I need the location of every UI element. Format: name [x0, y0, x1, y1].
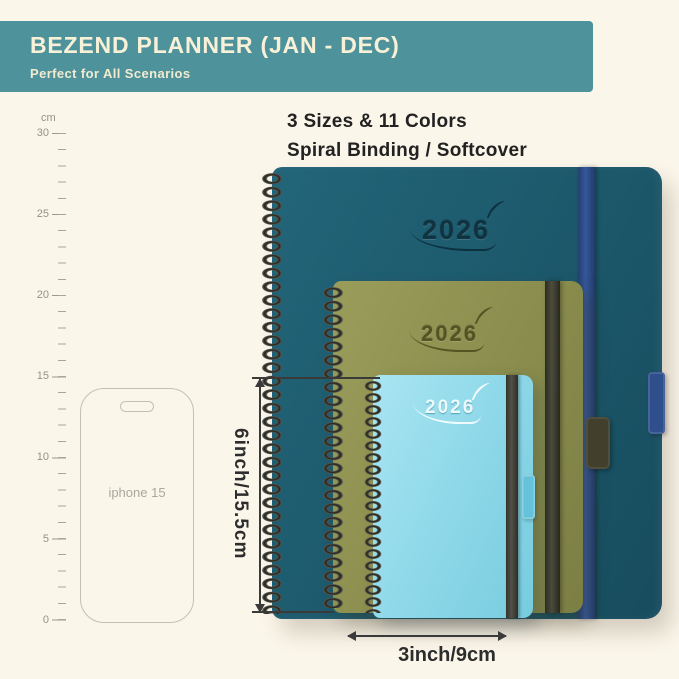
quill-icon [486, 200, 506, 219]
intro-text: 3 Sizes & 11 Colors Spiral Binding / Sof… [287, 107, 527, 165]
ruler-label-25: 25 [36, 208, 49, 220]
width-dimension-arrow [347, 631, 507, 641]
logo-swoosh [409, 330, 484, 352]
height-extension-line-bottom [252, 611, 334, 613]
page-title: BEZEND PLANNER (JAN - DEC) [30, 32, 400, 58]
logo-swoosh [413, 402, 482, 424]
logo-2026-large: 2026 [410, 200, 506, 251]
elastic-band-small [506, 375, 518, 618]
logo-2026-medium: 2026 [409, 306, 494, 352]
pen-loop-large [648, 372, 665, 434]
ruler-label-5: 5 [42, 533, 49, 545]
intro-line-2: Spiral Binding / Softcover [287, 140, 528, 161]
ruler-label-15: 15 [36, 370, 49, 382]
logo-2026-small: 2026 [413, 382, 491, 424]
phone-camera-pill [120, 401, 154, 412]
spiral-binding-icon [363, 380, 383, 613]
spiral-binding-icon [321, 286, 345, 608]
ruler-label-20: 20 [36, 289, 49, 301]
intro-line-1: 3 Sizes & 11 Colors [287, 111, 467, 132]
logo-swoosh [410, 229, 497, 251]
quill-icon [474, 306, 494, 325]
ruler-minor-ticks [58, 133, 66, 621]
header-banner: BEZEND PLANNER (JAN - DEC) Perfect for A… [0, 21, 593, 92]
width-dimension-label: 3inch/9cm [398, 644, 496, 666]
planner-small: 2026 [363, 375, 535, 618]
ruler-label-10: 10 [36, 451, 49, 463]
height-dimension-label: 6inch/15.5cm [230, 428, 251, 560]
quill-icon [472, 382, 491, 401]
height-extension-line-top [252, 377, 380, 379]
ruler-label-30: 30 [36, 127, 49, 139]
phone-outline: iphone 15 [80, 388, 194, 623]
ruler-unit-label: cm [41, 112, 56, 124]
page-subtitle: Perfect for All Scenarios [30, 66, 191, 81]
ruler-label-0: 0 [42, 614, 49, 626]
pen-loop-small [522, 475, 535, 519]
pen-loop-medium [586, 417, 610, 469]
elastic-band-medium [545, 281, 560, 613]
spiral-binding-icon [260, 172, 284, 614]
height-dimension-arrow [255, 378, 265, 613]
phone-label: iphone 15 [108, 485, 166, 500]
ruler: cm 30 25 20 15 10 5 0 [34, 112, 74, 632]
